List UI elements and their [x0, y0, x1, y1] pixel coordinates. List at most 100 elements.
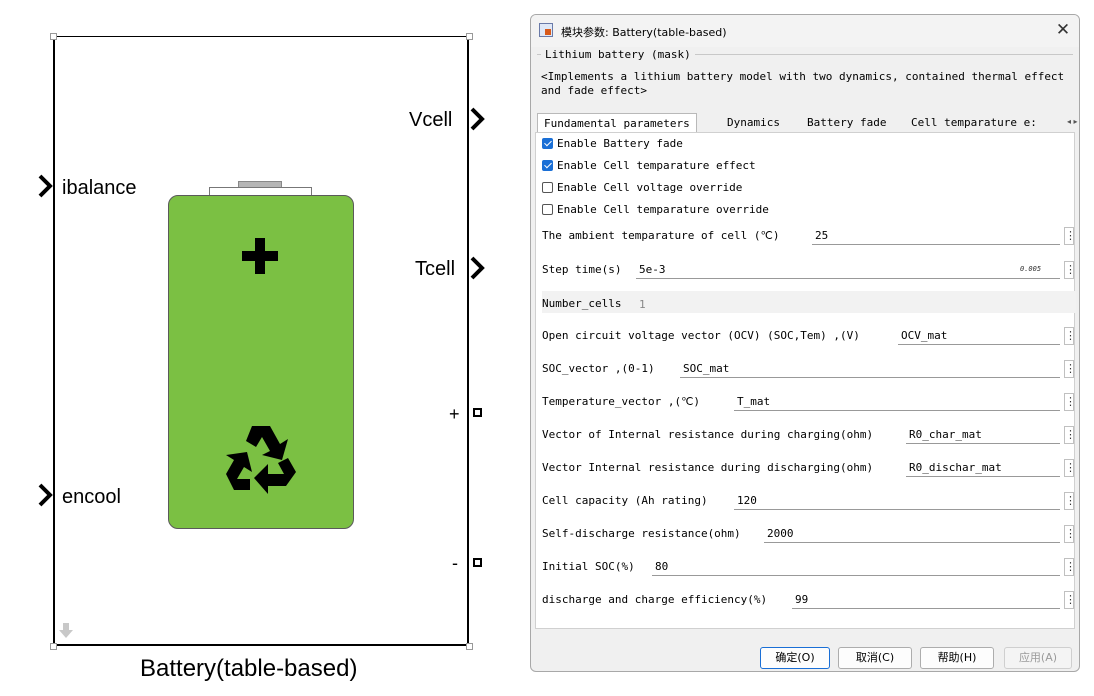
more-options-icon[interactable]: ⋮ — [1064, 525, 1076, 543]
title-bar[interactable]: 模块参数: Battery(table-based) ✕ — [531, 15, 1079, 47]
ibalance-port-arrow-icon[interactable] — [37, 174, 53, 198]
mask-description: <Implements a lithium battery model with… — [541, 70, 1065, 97]
more-options-icon[interactable]: ⋮ — [1064, 393, 1076, 411]
more-options-icon[interactable]: ⋮ — [1064, 591, 1076, 609]
initial-soc-input[interactable] — [652, 558, 1060, 576]
checkbox-label: Enable Cell voltage override — [557, 181, 743, 194]
tab-cell-temparature[interactable]: Cell temparature e: — [911, 116, 1037, 129]
ok-button[interactable]: 确定(O) — [760, 647, 830, 669]
param-self-discharge: Self-discharge resistance(ohm) ⋮ — [542, 524, 1076, 544]
mask-group-title: Lithium battery (mask) — [541, 48, 695, 61]
more-options-icon[interactable]: ⋮ — [1064, 459, 1076, 477]
cell-capacity-input[interactable] — [734, 492, 1060, 510]
checkbox-checked-icon[interactable] — [542, 160, 553, 171]
ocv-input[interactable] — [898, 327, 1060, 345]
recycle-icon — [226, 426, 296, 494]
checkbox-enable-battery-fade[interactable]: Enable Battery fade — [542, 136, 683, 152]
minus-connection-port[interactable] — [473, 558, 482, 567]
battery-block[interactable] — [53, 36, 469, 646]
param-temperature-vector: Temperature_vector ,(℃) ⋮ — [542, 392, 1076, 412]
resize-handle-bottom-right[interactable] — [466, 643, 473, 650]
more-options-icon[interactable]: ⋮ — [1064, 227, 1076, 245]
ambient-temparature-input[interactable] — [812, 227, 1060, 245]
encool-port-arrow-icon[interactable] — [37, 483, 53, 507]
more-options-icon[interactable]: ⋮ — [1064, 327, 1076, 345]
close-button[interactable]: ✕ — [1055, 20, 1071, 40]
param-label: Self-discharge resistance(ohm) — [542, 527, 741, 540]
block-name-label: Battery(table-based) — [140, 655, 358, 682]
temperature-vector-input[interactable] — [734, 393, 1060, 411]
checkbox-label: Enable Cell temparature override — [557, 203, 769, 216]
resistance-charging-input[interactable] — [906, 426, 1060, 444]
more-options-icon[interactable]: ⋮ — [1064, 261, 1076, 279]
param-label: Cell capacity (Ah rating) — [542, 494, 708, 507]
param-resistance-discharging: Vector Internal resistance during discha… — [542, 458, 1076, 478]
vcell-port-arrow-icon[interactable] — [469, 107, 485, 131]
tab-fundamental-parameters[interactable]: Fundamental parameters — [537, 113, 697, 133]
checkbox-checked-icon[interactable] — [542, 138, 553, 149]
param-label: Open circuit voltage vector (OCV) (SOC,T… — [542, 329, 860, 342]
cancel-button[interactable]: 取消(C) — [838, 647, 912, 669]
plus-port-label: + — [449, 404, 460, 424]
param-ocv: Open circuit voltage vector (OCV) (SOC,T… — [542, 326, 1076, 346]
resistance-discharging-input[interactable] — [906, 459, 1060, 477]
checkbox-unchecked-icon[interactable] — [542, 204, 553, 215]
param-ambient-temparature: The ambient temparature of cell (℃) ⋮ — [542, 226, 1076, 246]
resize-handle-top-right[interactable] — [466, 33, 473, 40]
checkbox-enable-cell-temparature-effect[interactable]: Enable Cell temparature effect — [542, 158, 756, 174]
resize-handle-bottom-left[interactable] — [50, 643, 57, 650]
tcell-port-arrow-icon[interactable] — [469, 256, 485, 280]
apply-button[interactable]: 应用(A) — [1004, 647, 1072, 669]
param-label: Initial SOC(%) — [542, 560, 635, 573]
battery-cap — [209, 187, 312, 196]
tcell-port-label: Tcell — [415, 258, 456, 280]
group-divider — [537, 54, 1073, 55]
more-options-icon[interactable]: ⋮ — [1064, 360, 1076, 378]
checkbox-enable-cell-temparature-override[interactable]: Enable Cell temparature override — [542, 202, 769, 218]
self-discharge-input[interactable] — [764, 525, 1060, 543]
efficiency-input[interactable] — [792, 591, 1060, 609]
help-button[interactable]: 帮助(H) — [920, 647, 994, 669]
more-options-icon[interactable]: ⋮ — [1064, 558, 1076, 576]
param-number-cells: Number_cells — [542, 291, 1076, 314]
param-label: Vector of Internal resistance during cha… — [542, 428, 874, 441]
step-time-evaluated-value: 0.005 — [1020, 265, 1042, 273]
ibalance-port-label: ibalance — [62, 177, 137, 199]
tab-battery-fade[interactable]: Battery fade — [807, 116, 887, 129]
plus-connection-port[interactable] — [473, 408, 482, 417]
tab-dynamics[interactable]: Dynamics — [727, 116, 780, 129]
param-label: discharge and charge efficiency(%) — [542, 593, 768, 606]
checkbox-enable-cell-voltage-override[interactable]: Enable Cell voltage override — [542, 180, 742, 196]
param-efficiency: discharge and charge efficiency(%) ⋮ — [542, 590, 1076, 610]
checkbox-label: Enable Battery fade — [557, 137, 683, 150]
dialog-title: 模块参数: Battery(table-based) — [561, 26, 727, 39]
param-label: Number_cells — [542, 297, 622, 310]
soc-vector-input[interactable] — [680, 360, 1060, 378]
plus-sign-icon — [242, 238, 278, 274]
simulink-block-icon — [539, 23, 553, 37]
step-time-input[interactable] — [636, 261, 1060, 279]
tab-bar: Fundamental parameters Dynamics Battery … — [537, 113, 1079, 133]
vcell-port-label: Vcell — [409, 109, 453, 131]
tab-scroll-arrows-icon[interactable]: ◂ ▸ — [1067, 117, 1078, 126]
resize-handle-top-left[interactable] — [50, 33, 57, 40]
number-cells-input — [636, 295, 716, 313]
down-arrow-icon — [59, 623, 73, 638]
param-label: Step time(s) — [542, 263, 622, 276]
readonly-row-background — [542, 291, 1076, 313]
more-options-icon[interactable]: ⋮ — [1064, 492, 1076, 510]
block-parameters-dialog: 模块参数: Battery(table-based) ✕ Lithium bat… — [530, 14, 1080, 672]
param-step-time: Step time(s) 0.005 ⋮ — [542, 260, 1076, 280]
param-cell-capacity: Cell capacity (Ah rating) ⋮ — [542, 491, 1076, 511]
checkbox-label: Enable Cell temparature effect — [557, 159, 756, 172]
param-soc-vector: SOC_vector ,(0-1) ⋮ — [542, 359, 1076, 379]
param-label: The ambient temparature of cell (℃) — [542, 229, 780, 242]
encool-port-label: encool — [62, 486, 121, 508]
checkbox-unchecked-icon[interactable] — [542, 182, 553, 193]
more-options-icon[interactable]: ⋮ — [1064, 426, 1076, 444]
parameters-panel: Enable Battery fade Enable Cell temparat… — [535, 132, 1076, 629]
param-resistance-charging: Vector of Internal resistance during cha… — [542, 425, 1076, 445]
minus-port-label: - — [452, 553, 458, 573]
param-label: SOC_vector ,(0-1) — [542, 362, 655, 375]
param-label: Temperature_vector ,(℃) — [542, 395, 701, 408]
